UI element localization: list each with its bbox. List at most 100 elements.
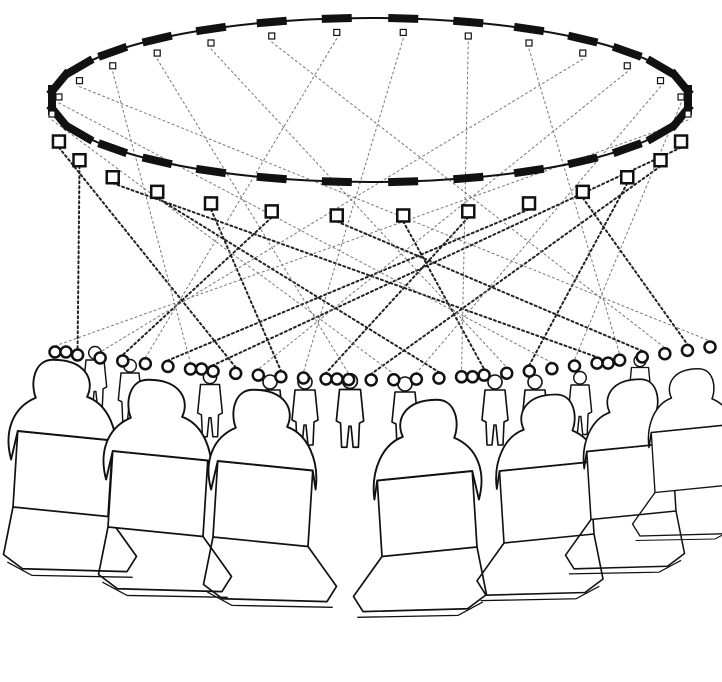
speaker-node (73, 154, 85, 166)
mic-circle (61, 347, 72, 358)
speaker-node-back (76, 78, 82, 84)
mic-circle (569, 361, 580, 372)
speaker-bar (256, 17, 287, 27)
speaker-node-back (49, 111, 55, 117)
speaker-bar (97, 139, 128, 157)
mic-circle (659, 348, 670, 359)
mic-circle (366, 374, 377, 385)
signal-line (529, 49, 620, 354)
mic-circle (140, 358, 151, 369)
mic-circle (524, 366, 535, 377)
speaker-bar (453, 17, 484, 27)
signal-line (55, 120, 688, 346)
signal-line (52, 120, 394, 374)
mic-circle (433, 373, 444, 384)
speaker-bar (612, 139, 643, 157)
mic-circle (185, 363, 196, 374)
chair-back (500, 462, 595, 543)
mic-circle (637, 351, 648, 362)
speaker-bar (97, 43, 128, 61)
speaker-node (577, 186, 589, 198)
speaker-bar (388, 177, 418, 186)
speaker-bar (196, 23, 227, 35)
figure-body (198, 385, 223, 437)
mic-circle (592, 358, 603, 369)
speaker-node (621, 171, 633, 183)
speaker-node-back (580, 50, 586, 56)
speaker-node-back (154, 50, 160, 56)
speaker-node-back (465, 33, 471, 39)
speaker-node-back (334, 29, 340, 35)
speaker-node (205, 197, 217, 209)
speaker-node-back (678, 94, 684, 100)
speaker-bar (196, 165, 227, 177)
mic-circle (95, 353, 106, 364)
mic-circle (321, 373, 332, 384)
mic-circle (196, 363, 207, 374)
speaker-node-back (208, 40, 214, 46)
signal-line (326, 217, 468, 373)
speaker-bar (514, 23, 545, 35)
speaker-bar (453, 173, 484, 183)
speaker-node-back (526, 40, 532, 46)
chair-back (377, 471, 477, 557)
speaker-bar (142, 32, 173, 47)
figure-body (336, 390, 363, 448)
standing-figure (482, 375, 508, 445)
signal-line (371, 166, 660, 374)
chair-back (213, 461, 313, 547)
mic-circle (603, 358, 614, 369)
figure-head (574, 372, 587, 385)
signal-line (574, 103, 681, 360)
speaker-node-back (56, 94, 62, 100)
signal-line (59, 103, 552, 363)
mic-circle (546, 363, 557, 374)
speaker-node (655, 154, 667, 166)
mic-circle (467, 371, 478, 382)
chair-frame (477, 534, 603, 595)
speaker-bar (388, 14, 418, 23)
signal-line (100, 59, 583, 352)
speaker-bar (322, 14, 352, 23)
chair-back (108, 451, 208, 537)
signal-line (59, 148, 236, 368)
speaker-node-back (400, 29, 406, 35)
speaker-bar (322, 177, 352, 186)
mic-circle (479, 370, 490, 381)
signal-line (211, 209, 281, 370)
speaker-node (331, 209, 343, 221)
signal-line (113, 72, 191, 363)
mic-circle (50, 347, 61, 358)
speaker-bar (142, 154, 173, 169)
mic-circle (298, 373, 309, 384)
speaker-bar (567, 32, 598, 47)
seated-audience (3, 347, 722, 618)
mic-circle (501, 368, 512, 379)
mic-circle (72, 350, 83, 361)
chair-frame (204, 537, 337, 602)
mic-circle (682, 345, 693, 356)
speaker-node (151, 186, 163, 198)
mic-circle (253, 370, 264, 381)
mic-circle (208, 366, 219, 377)
chair-frame (99, 527, 232, 592)
speaker-node (397, 209, 409, 221)
speaker-node-back (110, 63, 116, 69)
mic-circle (411, 374, 422, 385)
connection-lines (52, 38, 710, 374)
speaker-node (53, 136, 65, 148)
mic-circle (343, 374, 354, 385)
speaker-node (675, 136, 687, 148)
signal-line (123, 217, 272, 355)
mic-circle (388, 374, 399, 385)
mic-circle (332, 373, 343, 384)
speaker-ring (46, 14, 693, 221)
signal-line (258, 72, 627, 369)
chair-back (13, 431, 113, 517)
speaker-bar (612, 43, 643, 61)
seated-person (204, 390, 337, 608)
signal-line (272, 42, 665, 348)
signal-line (157, 59, 348, 374)
mic-circle (456, 371, 467, 382)
